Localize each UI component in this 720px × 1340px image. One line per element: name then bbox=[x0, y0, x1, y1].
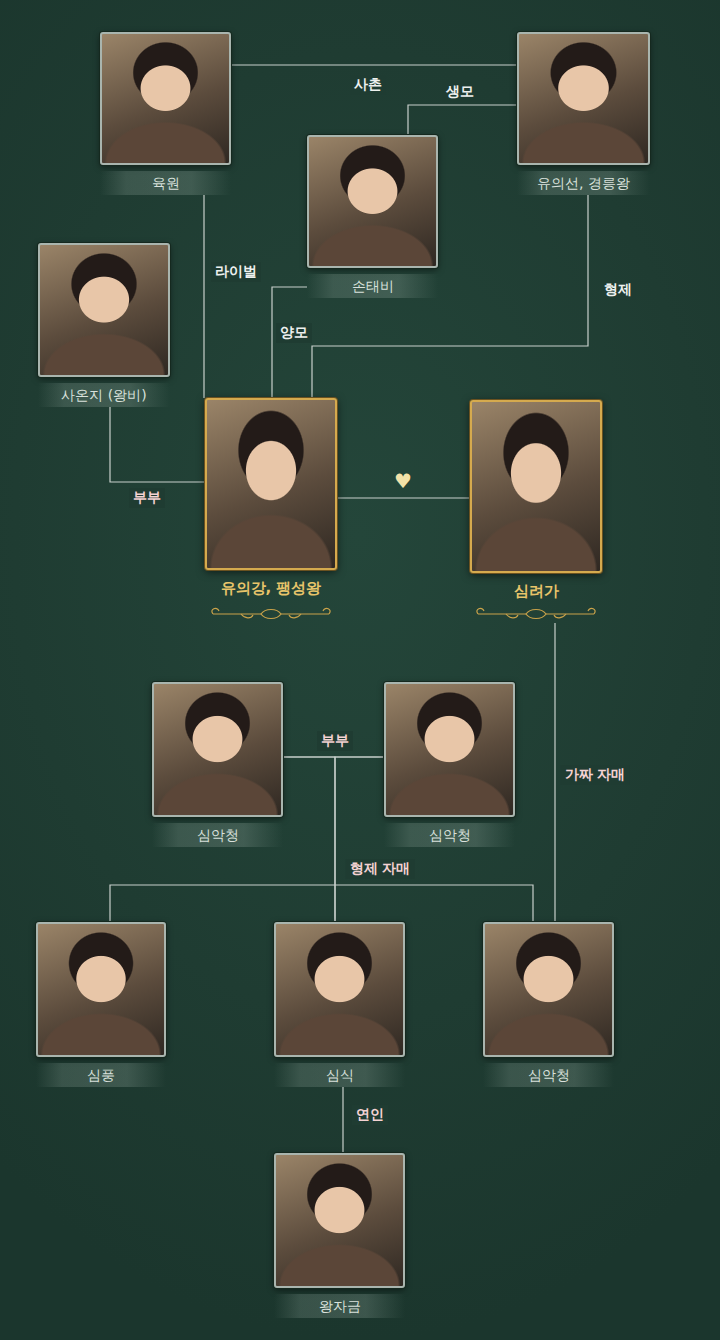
character-name: 유의선, 경릉왕 bbox=[517, 171, 650, 195]
character-name: 심악청 bbox=[152, 823, 283, 847]
character-name: 심식 bbox=[274, 1063, 405, 1087]
relation-label: ♥ bbox=[390, 468, 416, 494]
portrait-photo bbox=[307, 135, 438, 268]
portrait-photo bbox=[152, 682, 283, 817]
relation-line bbox=[110, 885, 533, 922]
relation-line bbox=[554, 623, 555, 922]
relation-line bbox=[337, 497, 470, 498]
portrait-photo bbox=[274, 1153, 405, 1288]
relation-label: 부부 bbox=[129, 488, 165, 508]
character-name: 심악청 bbox=[483, 1063, 614, 1087]
portrait-photo bbox=[274, 922, 405, 1057]
character-card: 심악청 bbox=[483, 922, 614, 1087]
relation-label: 형제 자매 bbox=[346, 859, 415, 879]
relation-line bbox=[342, 1087, 343, 1153]
relation-label: 가짜 자매 bbox=[561, 765, 630, 785]
character-card: 육원 bbox=[100, 32, 231, 195]
portrait-photo bbox=[205, 398, 337, 570]
portrait-photo bbox=[517, 32, 650, 165]
character-name: 유의강, 팽성왕 bbox=[205, 576, 337, 600]
portrait-photo bbox=[38, 243, 170, 377]
character-card: 사온지 (왕비) bbox=[38, 243, 170, 407]
relation-line bbox=[335, 757, 384, 922]
character-card: 심악청 bbox=[384, 682, 515, 847]
character-card: 심풍 bbox=[36, 922, 166, 1087]
character-card: 심식 bbox=[274, 922, 405, 1087]
relation-label: 사촌 bbox=[350, 75, 386, 95]
relation-line bbox=[408, 105, 517, 135]
lead-character-card: 유의강, 팽성왕 bbox=[205, 398, 337, 620]
character-name: 왕자금 bbox=[274, 1294, 405, 1318]
relation-line bbox=[231, 64, 517, 65]
portrait-photo bbox=[100, 32, 231, 165]
portrait-photo bbox=[36, 922, 166, 1057]
lead-character-card: 심려가 bbox=[470, 400, 602, 623]
relation-label: 형제 bbox=[600, 280, 636, 300]
gold-flourish bbox=[212, 608, 330, 618]
character-card: 유의선, 경릉왕 bbox=[517, 32, 650, 195]
gold-flourish bbox=[477, 608, 595, 618]
character-name: 심악청 bbox=[384, 823, 515, 847]
portrait-photo bbox=[384, 682, 515, 817]
character-card: 왕자금 bbox=[274, 1153, 405, 1318]
character-name: 손태비 bbox=[307, 274, 438, 298]
character-name: 사온지 (왕비) bbox=[38, 383, 170, 407]
character-name: 심풍 bbox=[36, 1063, 166, 1087]
character-card: 심악청 bbox=[152, 682, 283, 847]
relation-label: 라이벌 bbox=[211, 262, 261, 282]
relation-line bbox=[110, 407, 205, 482]
relation-line bbox=[283, 757, 335, 922]
relation-line bbox=[203, 195, 204, 398]
character-name: 육원 bbox=[100, 171, 231, 195]
relation-label: 연인 bbox=[352, 1105, 388, 1125]
relation-label: 양모 bbox=[276, 323, 312, 343]
portrait-photo bbox=[470, 400, 602, 573]
character-name: 심려가 bbox=[470, 579, 602, 603]
character-card: 손태비 bbox=[307, 135, 438, 298]
portrait-photo bbox=[483, 922, 614, 1057]
relation-label: 부부 bbox=[317, 731, 353, 751]
relation-label: 생모 bbox=[442, 82, 478, 102]
